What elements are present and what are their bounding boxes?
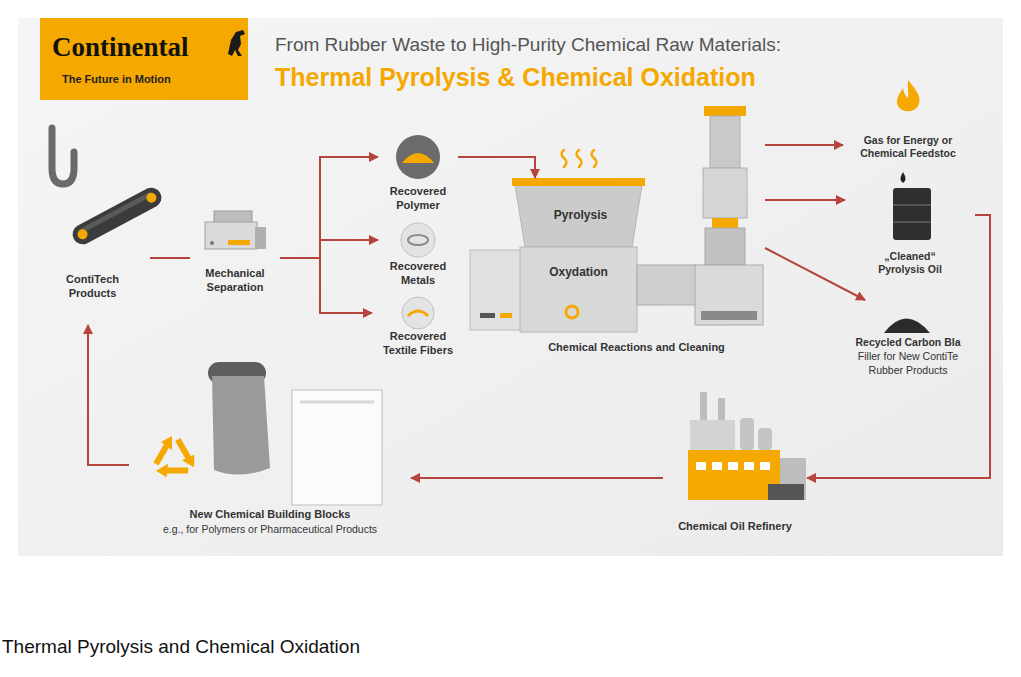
flow-arrow [411,477,663,479]
output-product: Gas for Energy or Chemical Feedstoc [843,78,973,164]
recovered-material: Recovered Metals [378,220,458,290]
node-label: Recovered Metals [383,260,453,288]
flow-arrow [765,144,843,146]
flow-arrow [458,157,535,178]
recovered-material: Recovered Textile Fibers [372,293,464,361]
node-label: Chemical Oil Refinery [665,520,805,534]
flow-arrow [88,325,129,465]
brand-logo: Continental [52,33,189,63]
reactor-machine: PyrolysisOxydationChemical Reactions and… [468,178,765,365]
refinery-icon: Chemical Oil Refinery [663,385,807,537]
node-label: Mechanical Separation [195,267,275,295]
product-icon: ContiTech Products [35,125,150,325]
machine-label: Oxydation [534,265,624,280]
brand-slogan: The Future in Motion [62,73,171,86]
flow-arrow [765,248,865,300]
flow-arrow [280,157,378,258]
heading-subtitle: Thermal Pyrolysis & Chemical Oxidation [275,62,756,92]
recovered-material: Recovered Polymer [378,133,458,219]
node-label: Recovered Polymer [383,185,453,213]
node-note: e.g., for Polymers or Pharmaceutical Pro… [131,523,409,537]
node-note: Filler for New ContiTe Rubber Products [847,350,969,377]
flow-arrow [280,240,378,258]
flow-arrow [765,199,845,201]
node-label: ContiTech Products [58,273,128,301]
node-label: Chemical Reactions and Cleaning [507,341,767,355]
flow-arrow [280,258,372,313]
node-label: Recycled Carbon Bla [841,336,976,349]
heading-title: From Rubber Waste to High-Purity Chemica… [275,34,781,57]
product-icon: New Chemical Building Blockse.g., for Po… [129,350,411,540]
output-product: Recycled Carbon BlaFiller for New ContiT… [838,300,978,380]
separation-machine: Mechanical Separation [190,205,280,300]
machine-label: Pyrolysis [536,208,626,223]
node-label: Gas for Energy or Chemical Feedstoc [854,134,962,160]
node-label: Recovered Textile Fibers [377,330,459,358]
caption: Thermal Pyrolysis and Chemical Oxidation [2,636,360,659]
node-label: New Chemical Building Blocks [135,508,405,522]
flow-arrow [150,257,190,259]
flow-arrow [807,215,990,478]
output-product: „Cleaned“ Pyrolysis Oil [845,182,975,278]
node-label: „Cleaned“ Pyrolysis Oil [870,250,950,276]
